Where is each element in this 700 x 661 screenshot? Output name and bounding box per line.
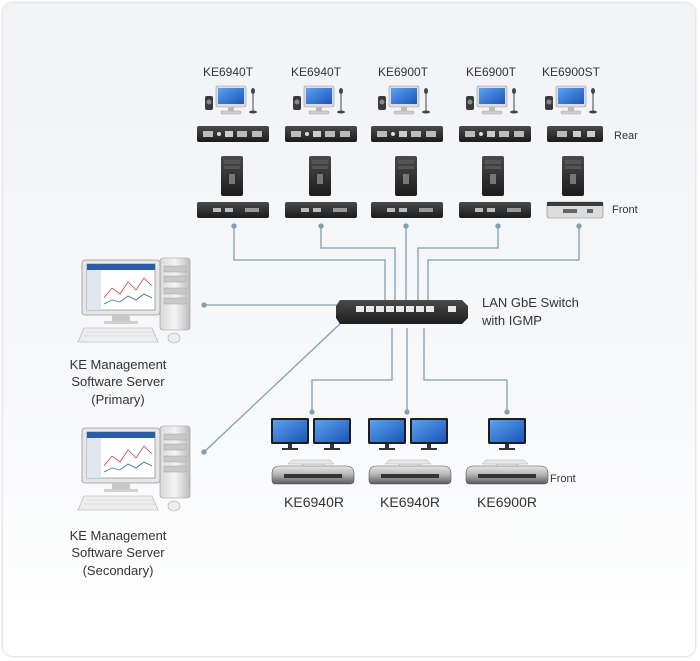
transmitter-label-5: KE6900ST [542,65,601,79]
tx-front-panel [546,201,604,219]
primary-server-label-line3: (Primary) [91,392,144,407]
monitor-icon [313,418,351,450]
tx-cable-2 [318,223,396,300]
transmitter-label-1: KE6940T [203,65,254,79]
tx-front-panel [371,202,443,218]
monitor-icon [410,418,448,450]
tx-front-label: Front [612,204,638,216]
tower-pc-icon [309,156,331,196]
receiver-unit-icon [465,459,549,485]
tx-front-panel [459,202,531,218]
server-primary-cable [201,302,340,308]
secondary-server-computer-icon [77,425,191,512]
transmitter-label-2: KE6940T [291,65,342,79]
transmitter-label-3: KE6900T [378,65,429,79]
receiver-labels: KE6940R KE6940R KE6900R [284,494,537,510]
server-secondary-cable [201,321,343,455]
transmitter-labels: KE6940T KE6940T KE6900T KE6900T KE6900ST [203,65,601,79]
workstation-monitor-icon [465,85,519,115]
rx-cable-3 [423,328,510,415]
receiver-unit-icon [368,459,452,485]
monitor-icon [368,418,406,450]
tx-rear-panel [371,126,443,142]
tx-cable-3 [403,223,409,300]
monitor-icon [271,418,309,450]
primary-server-computer-icon [77,257,191,344]
source-computers [221,156,584,196]
receiver-2 [368,418,452,485]
tx-rear-panel [459,126,531,142]
rear-label: Rear [614,130,638,142]
tx-cable-4 [417,223,501,300]
tx-rear-panel [197,126,269,142]
tower-pc-icon [482,156,504,196]
tower-pc-icon [562,156,584,196]
receiver-1 [271,418,355,485]
secondary-server-label-line2: Software Server [71,545,165,560]
transmitter-workstations [204,85,598,115]
tower-pc-icon [395,156,417,196]
tx-front-panel [285,202,357,218]
workstation-monitor-icon [204,85,258,115]
cable-lines [201,223,582,455]
rx-front-label: Front [550,473,576,485]
tx-cable-5 [427,223,582,300]
receiver-label-2: KE6940R [380,494,440,510]
secondary-server-label-line3: (Secondary) [83,563,154,578]
rx-cable-2 [404,328,410,415]
rx-cable-1 [309,328,393,415]
workstation-monitor-icon [292,85,346,115]
secondary-server-label: KE Management Software Server (Secondary… [70,528,167,578]
secondary-server-label-line1: KE Management [70,528,167,543]
receiver-label-3: KE6900R [477,494,537,510]
tower-pc-icon [221,156,243,196]
tx-front-panel [197,202,269,218]
tx-rear-panel [285,126,357,142]
lan-switch-icon [336,300,468,324]
transmitter-front-panels [197,201,604,219]
primary-server-label: KE Management Software Server (Primary) [70,357,167,407]
receiver-label-1: KE6940R [284,494,344,510]
tx-rear-panel [547,126,603,142]
receiver-3 [465,418,549,485]
receiver-unit-icon [271,459,355,485]
switch-label-line2: with IGMP [481,313,542,328]
tx-cable-1 [231,223,386,300]
switch-label-line1: LAN GbE Switch [482,295,579,310]
workstation-monitor-icon [377,85,431,115]
monitor-icon [488,418,526,450]
primary-server-label-line2: Software Server [71,374,165,389]
transmitter-label-4: KE6900T [466,65,517,79]
transmitter-rear-panels [197,126,603,142]
primary-server-label-line1: KE Management [70,357,167,372]
workstation-monitor-icon [544,85,598,115]
